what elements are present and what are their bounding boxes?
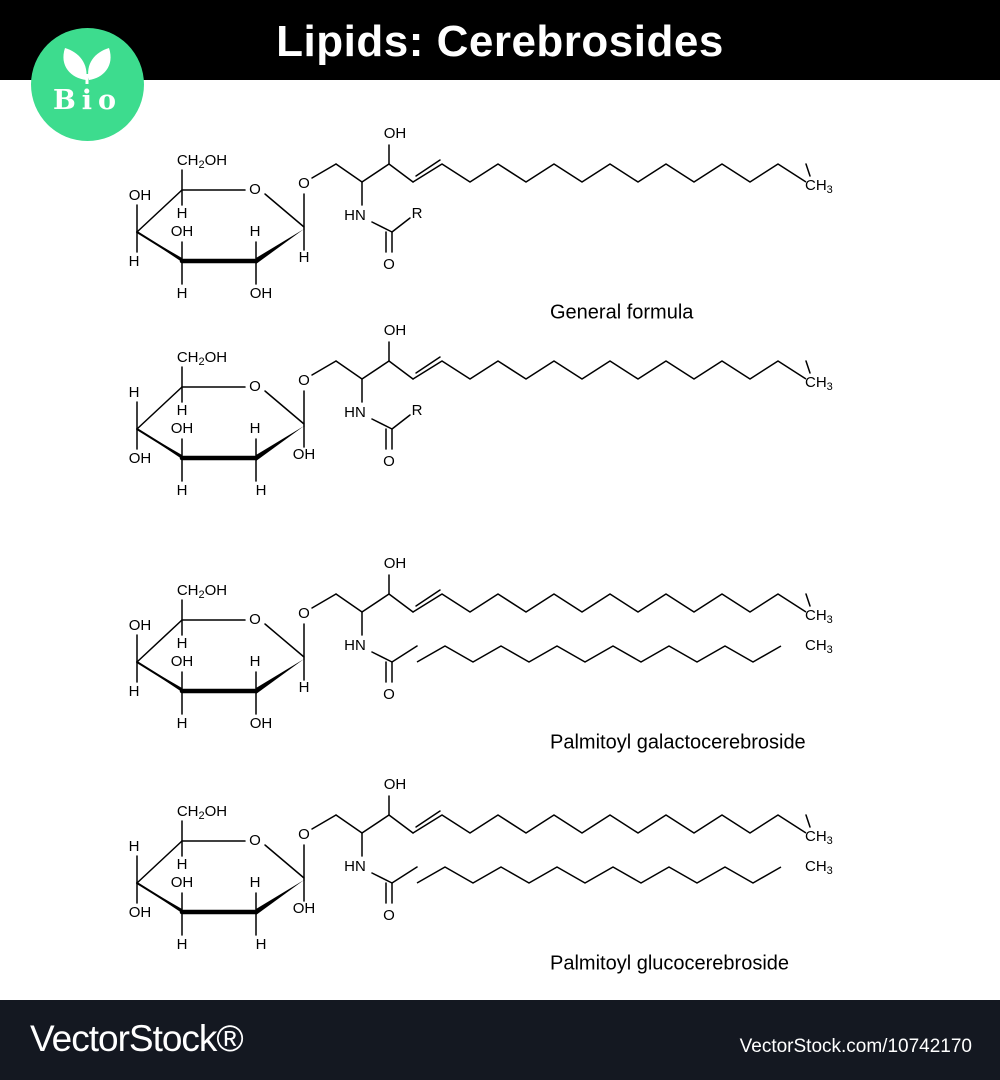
ring-label: H <box>129 838 140 855</box>
ring-label: H <box>177 402 188 419</box>
ring-label: H <box>177 856 188 873</box>
ring-label: OH <box>129 904 152 921</box>
glycosidic-oxygen: O <box>298 826 310 843</box>
terminal-methyl: CH3 <box>805 828 833 847</box>
ring-label: H <box>250 653 261 670</box>
ring-label: O <box>249 832 261 849</box>
amide-nh-label: HN <box>344 858 366 875</box>
acyl-terminal-methyl: CH3 <box>805 637 833 656</box>
page-title: Lipids: Cerebrosides <box>276 17 724 66</box>
ring-label: H <box>177 715 188 732</box>
ring-label: OH <box>129 617 152 634</box>
carbonyl-oxygen: O <box>383 686 395 703</box>
ring-label: H <box>177 936 188 953</box>
ring-label: H <box>299 679 310 696</box>
ring-label: H <box>250 874 261 891</box>
hydroxyl-label: OH <box>384 322 407 339</box>
ring-label: O <box>249 378 261 395</box>
leaf-icon <box>63 48 111 84</box>
r-group-label: R <box>412 402 423 419</box>
bio-logo: Bio <box>31 28 144 141</box>
ring-label: CH2OH <box>177 582 227 601</box>
ring-label: OH <box>171 874 194 891</box>
amide-nh-label: HN <box>344 207 366 224</box>
logo-text: Bio <box>52 85 123 116</box>
carbonyl-oxygen: O <box>383 256 395 273</box>
title-bar: Lipids: Cerebrosides <box>0 0 1000 80</box>
ring-label: O <box>249 611 261 628</box>
ring-label: H <box>177 482 188 499</box>
ring-label: OH <box>171 420 194 437</box>
ring-label: OH <box>250 715 273 732</box>
glycosidic-oxygen: O <box>298 605 310 622</box>
ring-label: CH2OH <box>177 349 227 368</box>
ring-label: H <box>250 420 261 437</box>
ring-label: H <box>129 683 140 700</box>
ring-label: CH2OH <box>177 152 227 171</box>
ring-label: OH <box>129 450 152 467</box>
terminal-methyl: CH3 <box>805 374 833 393</box>
ring-label: H <box>177 635 188 652</box>
amide-nh-label: HN <box>344 637 366 654</box>
terminal-methyl: CH3 <box>805 177 833 196</box>
ring-label: H <box>256 936 267 953</box>
hydroxyl-label: OH <box>384 776 407 793</box>
acyl-terminal-methyl: CH3 <box>805 858 833 877</box>
ring-label: OH <box>293 446 316 463</box>
amide-nh-label: HN <box>344 404 366 421</box>
ring-label: OH <box>171 223 194 240</box>
terminal-methyl: CH3 <box>805 607 833 626</box>
ring-label: CH2OH <box>177 803 227 822</box>
ring-label: H <box>299 249 310 266</box>
r-group-label: R <box>412 205 423 222</box>
ring-label: H <box>129 253 140 270</box>
molecule-caption: General formula <box>550 301 694 323</box>
footer-image-id: VectorStock.com/10742170 <box>739 1036 972 1057</box>
ring-label: OH <box>250 285 273 302</box>
molecule-caption: Palmitoyl glucocerebroside <box>550 952 789 974</box>
ring-label: H <box>177 285 188 302</box>
ring-label: OH <box>171 653 194 670</box>
footer-brand: VectorStock® <box>30 1018 244 1059</box>
ring-label: H <box>250 223 261 240</box>
footer-bar: VectorStock® VectorStock.com/10742170 <box>0 1000 1000 1080</box>
carbonyl-oxygen: O <box>383 453 395 470</box>
carbonyl-oxygen: O <box>383 907 395 924</box>
ring-label: H <box>177 205 188 222</box>
molecule-caption: Palmitoyl galactocerebroside <box>550 731 806 753</box>
glycosidic-oxygen: O <box>298 175 310 192</box>
hydroxyl-label: OH <box>384 555 407 572</box>
ring-label: H <box>256 482 267 499</box>
ring-label: OH <box>293 900 316 917</box>
ring-label: OH <box>129 187 152 204</box>
ring-label: O <box>249 181 261 198</box>
ring-label: H <box>129 384 140 401</box>
hydroxyl-label: OH <box>384 125 407 142</box>
glycosidic-oxygen: O <box>298 372 310 389</box>
